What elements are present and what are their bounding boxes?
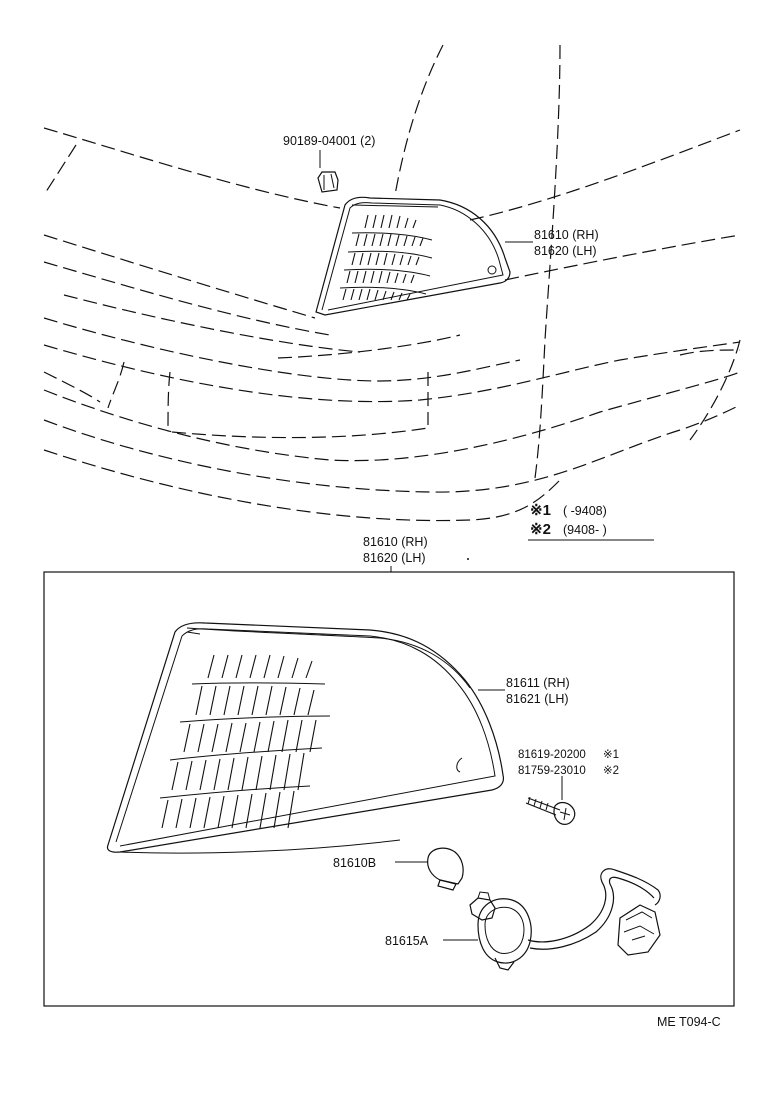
lamp-top-number-rh: 81610 (RH) <box>534 228 599 242</box>
screw-number-1: 81619-20200 <box>518 749 586 761</box>
vehicle-body-outline <box>43 44 741 522</box>
diagram-code: ME T094-C <box>657 1015 721 1029</box>
screw-number-2: 81759-23010 <box>518 765 586 777</box>
lens-number-rh: 81611 (RH) <box>506 676 570 690</box>
lens-large-hatching <box>159 654 331 829</box>
legend-range-1: ( -9408) <box>563 504 607 518</box>
lamp-top-number-lh: 81620 (LH) <box>534 244 597 258</box>
screw-part <box>525 796 576 825</box>
lamp-assembly-top <box>315 196 511 316</box>
legend-mark-2: ※2 <box>530 521 551 538</box>
clip-part-number: 90189-04001 (2) <box>283 134 375 148</box>
legend-range-2: (9408- ) <box>563 523 607 537</box>
lens-number-lh: 81621 (LH) <box>506 692 569 706</box>
socket-harness-part <box>469 868 661 971</box>
assembly-number-lh: 81620 (LH) <box>363 551 426 565</box>
assembly-number-rh: 81610 (RH) <box>363 535 428 549</box>
legend-mark-1: ※1 <box>530 502 551 519</box>
assembly-box <box>43 571 735 1007</box>
bulb-part <box>427 847 464 891</box>
dot-mark <box>467 558 469 560</box>
bulb-number: 81610B <box>333 856 376 870</box>
screw-mark-2: ※2 <box>603 765 619 777</box>
lamp-top-hatching <box>339 214 433 301</box>
socket-number: 81615A <box>385 934 429 948</box>
screw-mark-1: ※1 <box>603 749 619 761</box>
legend: ※1 ( -9408) ※2 (9408- ) <box>528 502 654 541</box>
lens-large <box>106 622 505 854</box>
clip-part <box>317 171 339 193</box>
